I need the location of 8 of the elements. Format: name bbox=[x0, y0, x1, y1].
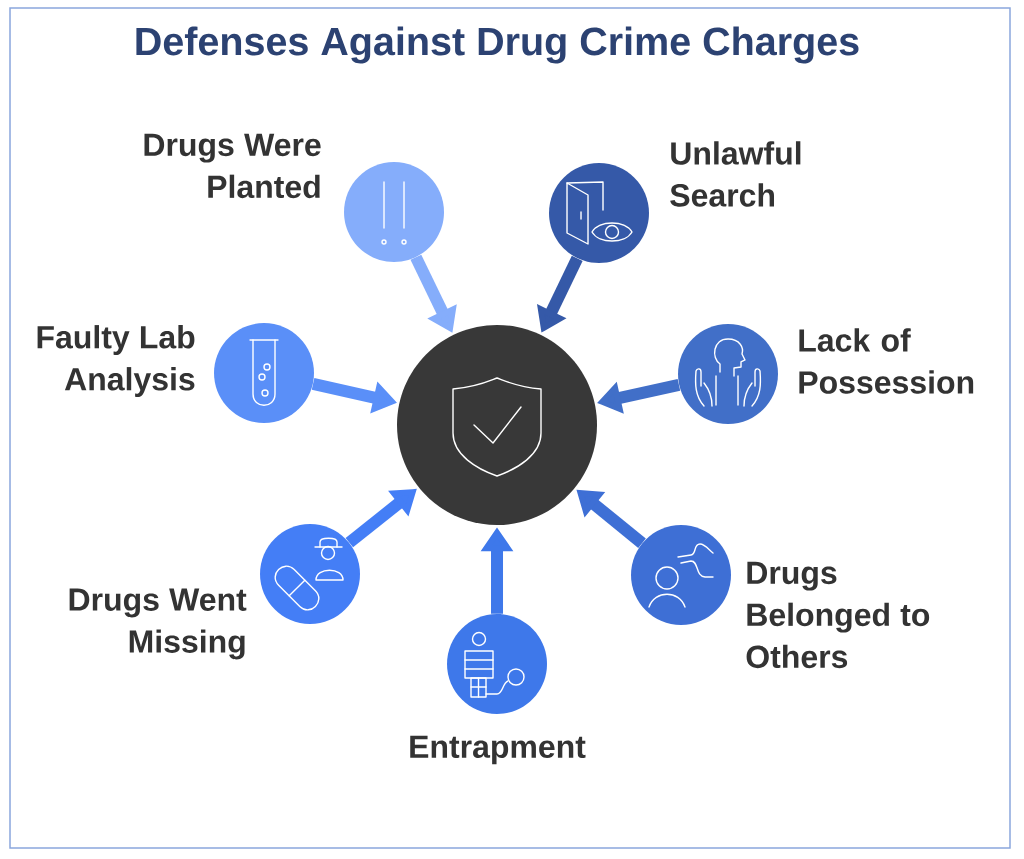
defense-label: Drugs Were Planted bbox=[144, 133, 321, 199]
defense-label: Unlawful Search bbox=[670, 141, 801, 207]
defense-label: Drugs Belonged to Others bbox=[746, 561, 930, 669]
defense-label: Lack of Possession bbox=[799, 328, 974, 394]
defense-label: Entrapment bbox=[410, 735, 586, 765]
defense-label: Drugs Went Missing bbox=[69, 588, 247, 660]
defense-label: Faulty Lab Analysis bbox=[37, 325, 195, 397]
title: Defenses Against Drug Crime Charges bbox=[136, 26, 859, 64]
